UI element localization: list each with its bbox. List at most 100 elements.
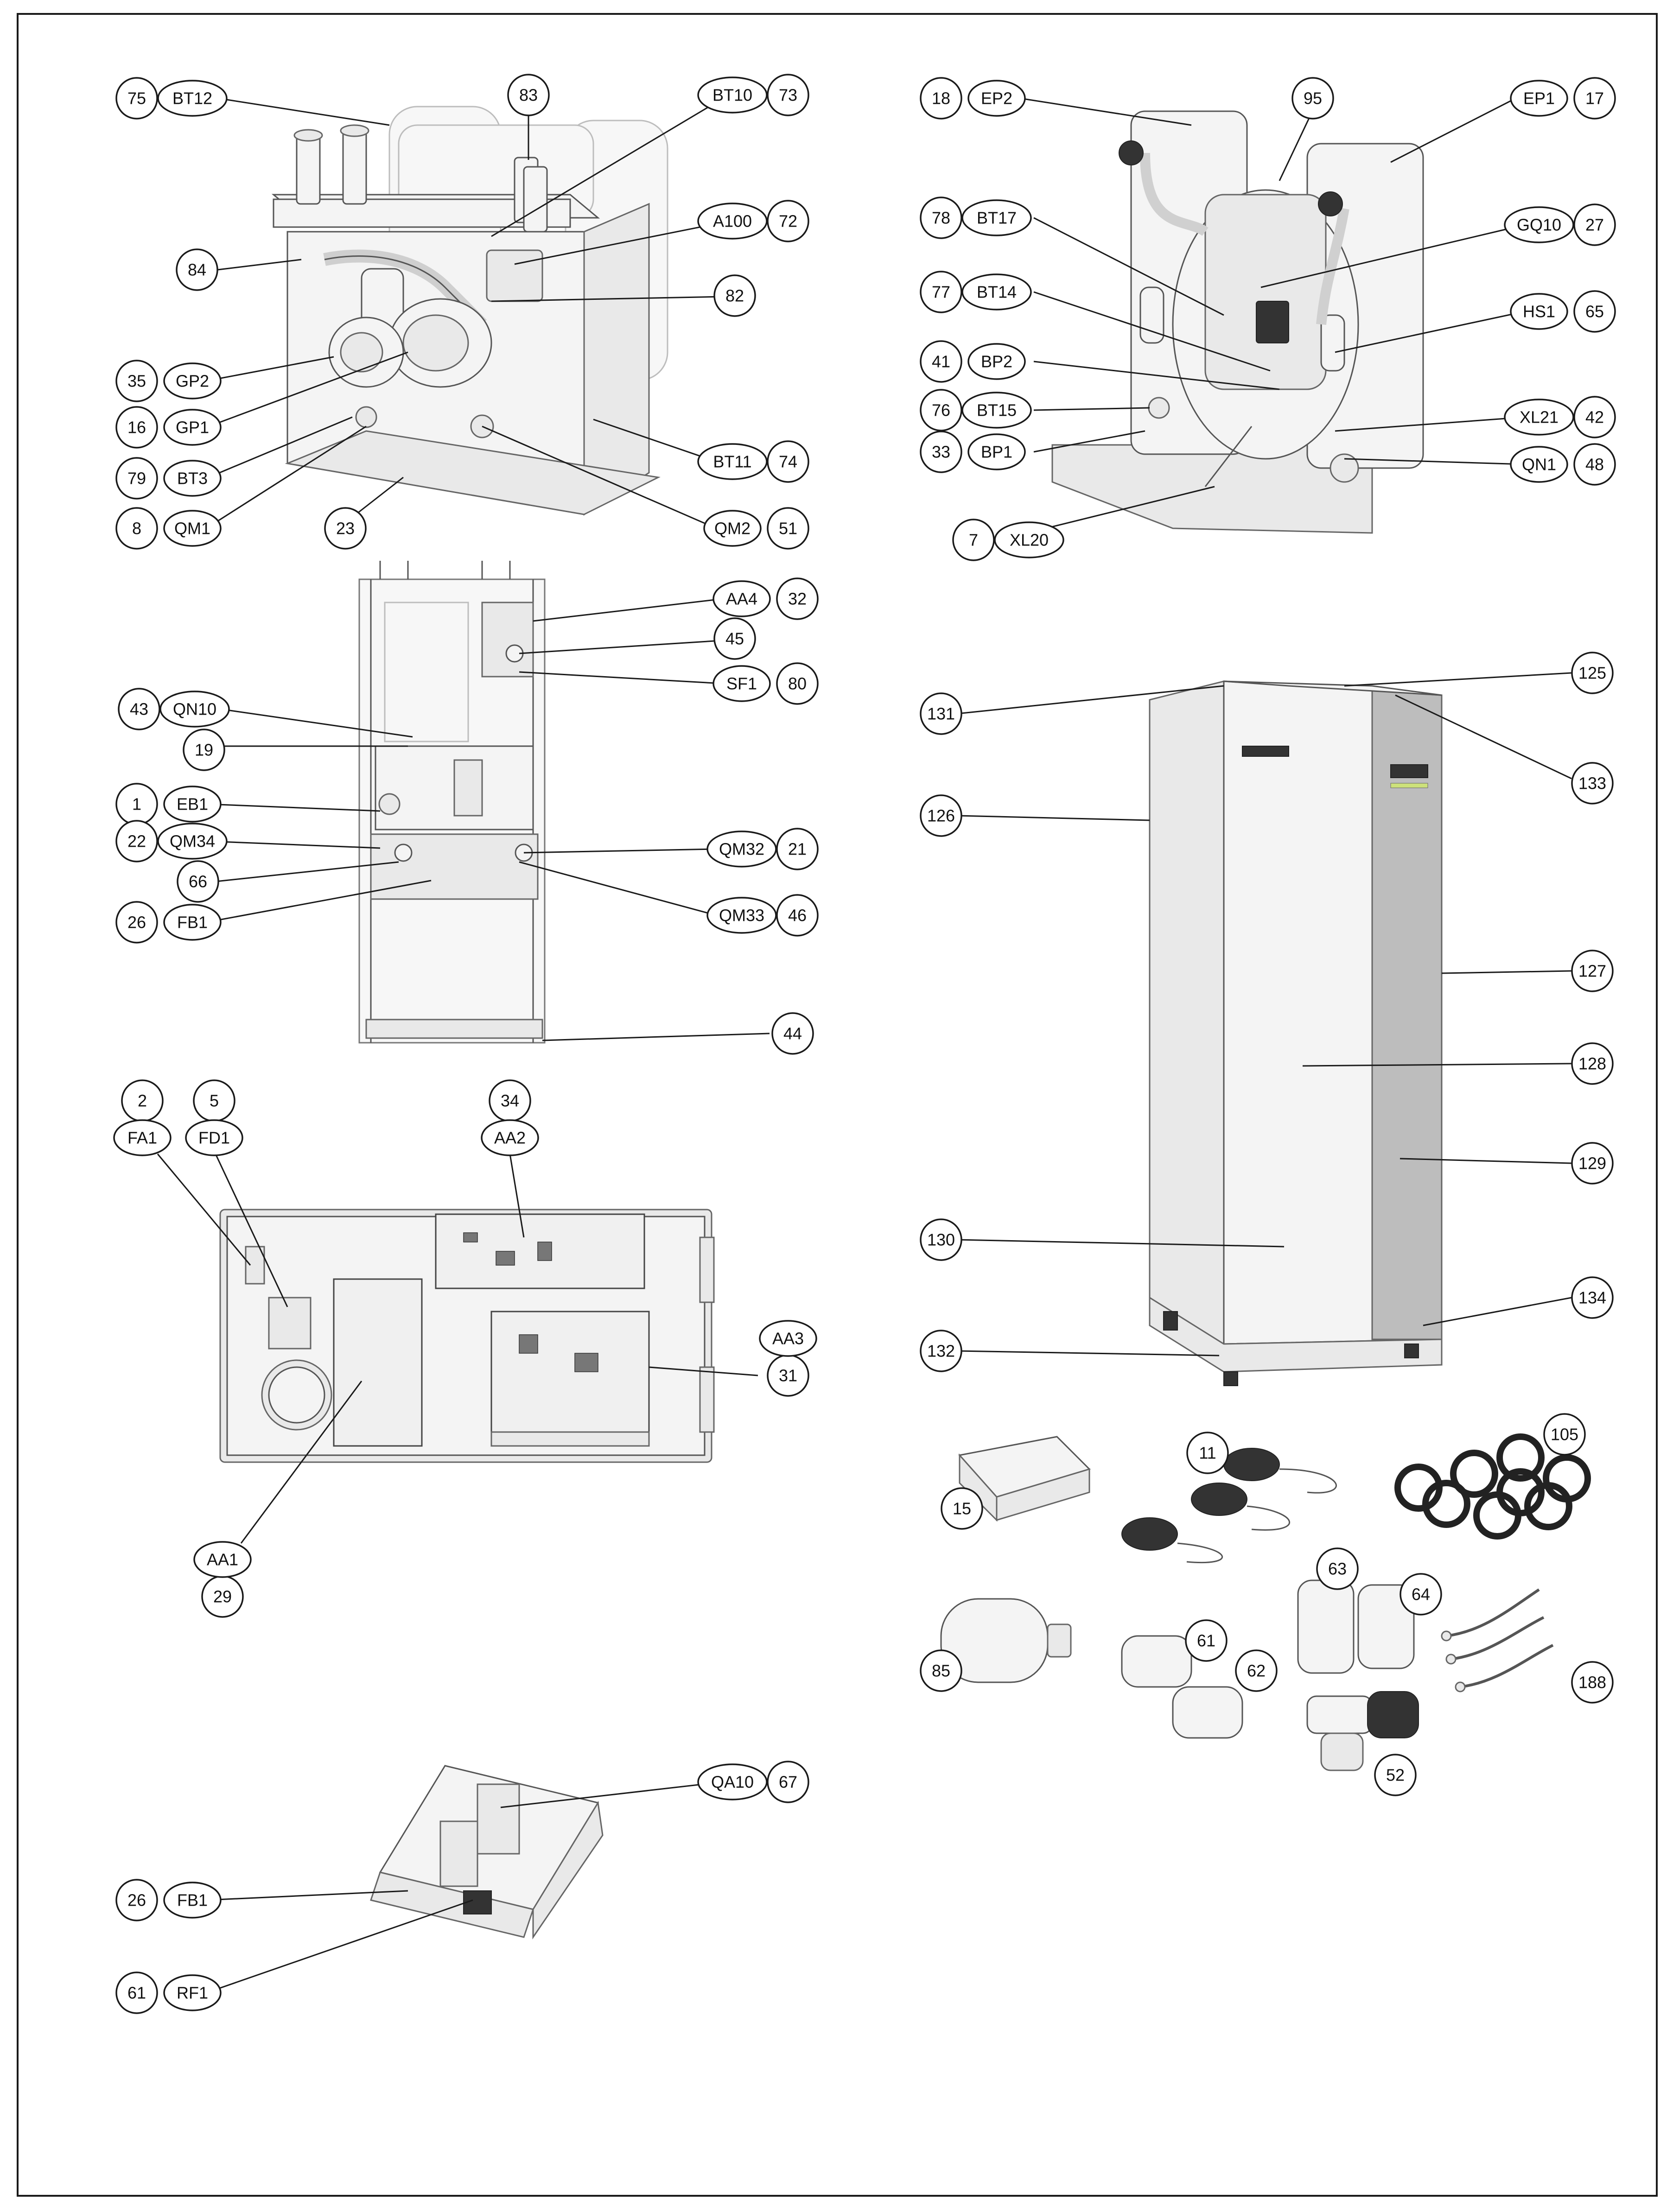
callout-44: 44: [771, 1012, 814, 1055]
callout-number: 72: [779, 212, 797, 231]
callout-128: 128: [1571, 1042, 1614, 1085]
callout-code: GP1: [176, 418, 209, 437]
callout-number: 45: [725, 629, 744, 648]
accessories-illustration: [940, 1433, 1591, 1771]
callout-code-bubble: [961, 273, 1032, 311]
callout-code-bubble: [163, 362, 222, 399]
callout-number: 2: [138, 1091, 147, 1110]
callout-number-bubble: [115, 1879, 158, 1921]
callout-code-bubble: [1504, 206, 1574, 243]
callout-code: FA1: [127, 1128, 157, 1147]
callout-number-bubble: [776, 577, 819, 620]
callout-number-bubble: [1573, 203, 1616, 246]
callout-code-bubble: [163, 904, 222, 941]
callout-125: 125: [1571, 652, 1614, 694]
callout-number: 75: [127, 89, 146, 108]
callout-number-bubble: [776, 662, 819, 705]
callout-code: QN10: [173, 700, 216, 719]
callout-number: 64: [1412, 1585, 1430, 1604]
callout-number: 1: [132, 795, 141, 814]
callout-number-bubble: [767, 74, 809, 116]
callout-number-bubble: [767, 440, 809, 483]
callout-number-bubble: [920, 271, 962, 313]
callout-131: 131: [920, 692, 962, 735]
callout-code: EB1: [177, 795, 208, 814]
callout-number-bubble: [920, 1218, 962, 1261]
callout-130: 130: [920, 1218, 962, 1261]
callout-15: 15: [941, 1487, 983, 1530]
callout-number: 66: [189, 872, 207, 891]
callout-number: 46: [788, 906, 807, 925]
callout-number-bubble: [920, 389, 962, 431]
callout-code-bubble: [967, 80, 1026, 117]
callout-number-bubble: [920, 1649, 962, 1692]
callout-code: QN1: [1522, 455, 1556, 474]
callout-number-bubble: [1186, 1432, 1229, 1474]
callout-number: 133: [1578, 774, 1606, 793]
callout-code: EP2: [981, 89, 1012, 108]
callout-number-bubble: [920, 1330, 962, 1372]
callout-number-bubble: [1573, 396, 1616, 438]
callout-64: 64: [1399, 1573, 1442, 1616]
callout-code-bubble: [1510, 446, 1568, 483]
callout-number: 5: [210, 1091, 219, 1110]
callout-number: 11: [1199, 1444, 1216, 1463]
callout-code: QM34: [170, 832, 215, 851]
callout-82: 82: [713, 274, 756, 317]
callout-number-bubble: [1399, 1573, 1442, 1616]
callout-number-bubble: [115, 77, 158, 120]
callout-83: 83: [507, 74, 550, 116]
callout-number-bubble: [776, 894, 819, 937]
callout-number-bubble: [1573, 443, 1616, 486]
callout-number-bubble: [767, 507, 809, 550]
callout-number-bubble: [920, 340, 962, 383]
callout-number-bubble: [176, 248, 218, 291]
callout-188: 188: [1571, 1661, 1614, 1704]
callout-number: 22: [127, 832, 146, 851]
callout-code: A100: [713, 212, 752, 231]
callout-number-bubble: [118, 688, 160, 730]
callout-code: XL21: [1520, 408, 1558, 427]
callout-number: 48: [1585, 455, 1604, 474]
callout-number-bubble: [177, 860, 219, 903]
callout-48: 48 QN1: [1510, 443, 1616, 486]
callout-number-bubble: [920, 431, 962, 473]
callout-number-bubble: [1573, 290, 1616, 333]
callout-number: 126: [927, 806, 955, 825]
callout-number: 105: [1551, 1425, 1578, 1444]
callout-number: 18: [932, 89, 950, 108]
callout-number-bubble: [920, 77, 962, 120]
callout-number-bubble: [115, 457, 158, 500]
callout-132: 132: [920, 1330, 962, 1372]
callout-number-bubble: [1573, 77, 1616, 120]
callout-number-bubble: [767, 200, 809, 242]
callout-number: 43: [130, 700, 148, 719]
callout-code: BP1: [981, 443, 1012, 462]
callout-84: 84: [176, 248, 218, 291]
callout-code: AA2: [494, 1128, 526, 1147]
callout-number: 35: [127, 372, 146, 391]
callout-code-bubble: [157, 80, 228, 117]
callout-code-bubble: [961, 392, 1032, 429]
callout-code: QM1: [174, 519, 210, 538]
callout-number: 134: [1578, 1288, 1606, 1307]
callout-number: 77: [932, 283, 950, 302]
callout-number: 31: [779, 1366, 797, 1385]
callout-number-bubble: [713, 617, 756, 660]
callout-code-bubble: [697, 203, 768, 240]
callout-code-bubble: [697, 1763, 768, 1800]
